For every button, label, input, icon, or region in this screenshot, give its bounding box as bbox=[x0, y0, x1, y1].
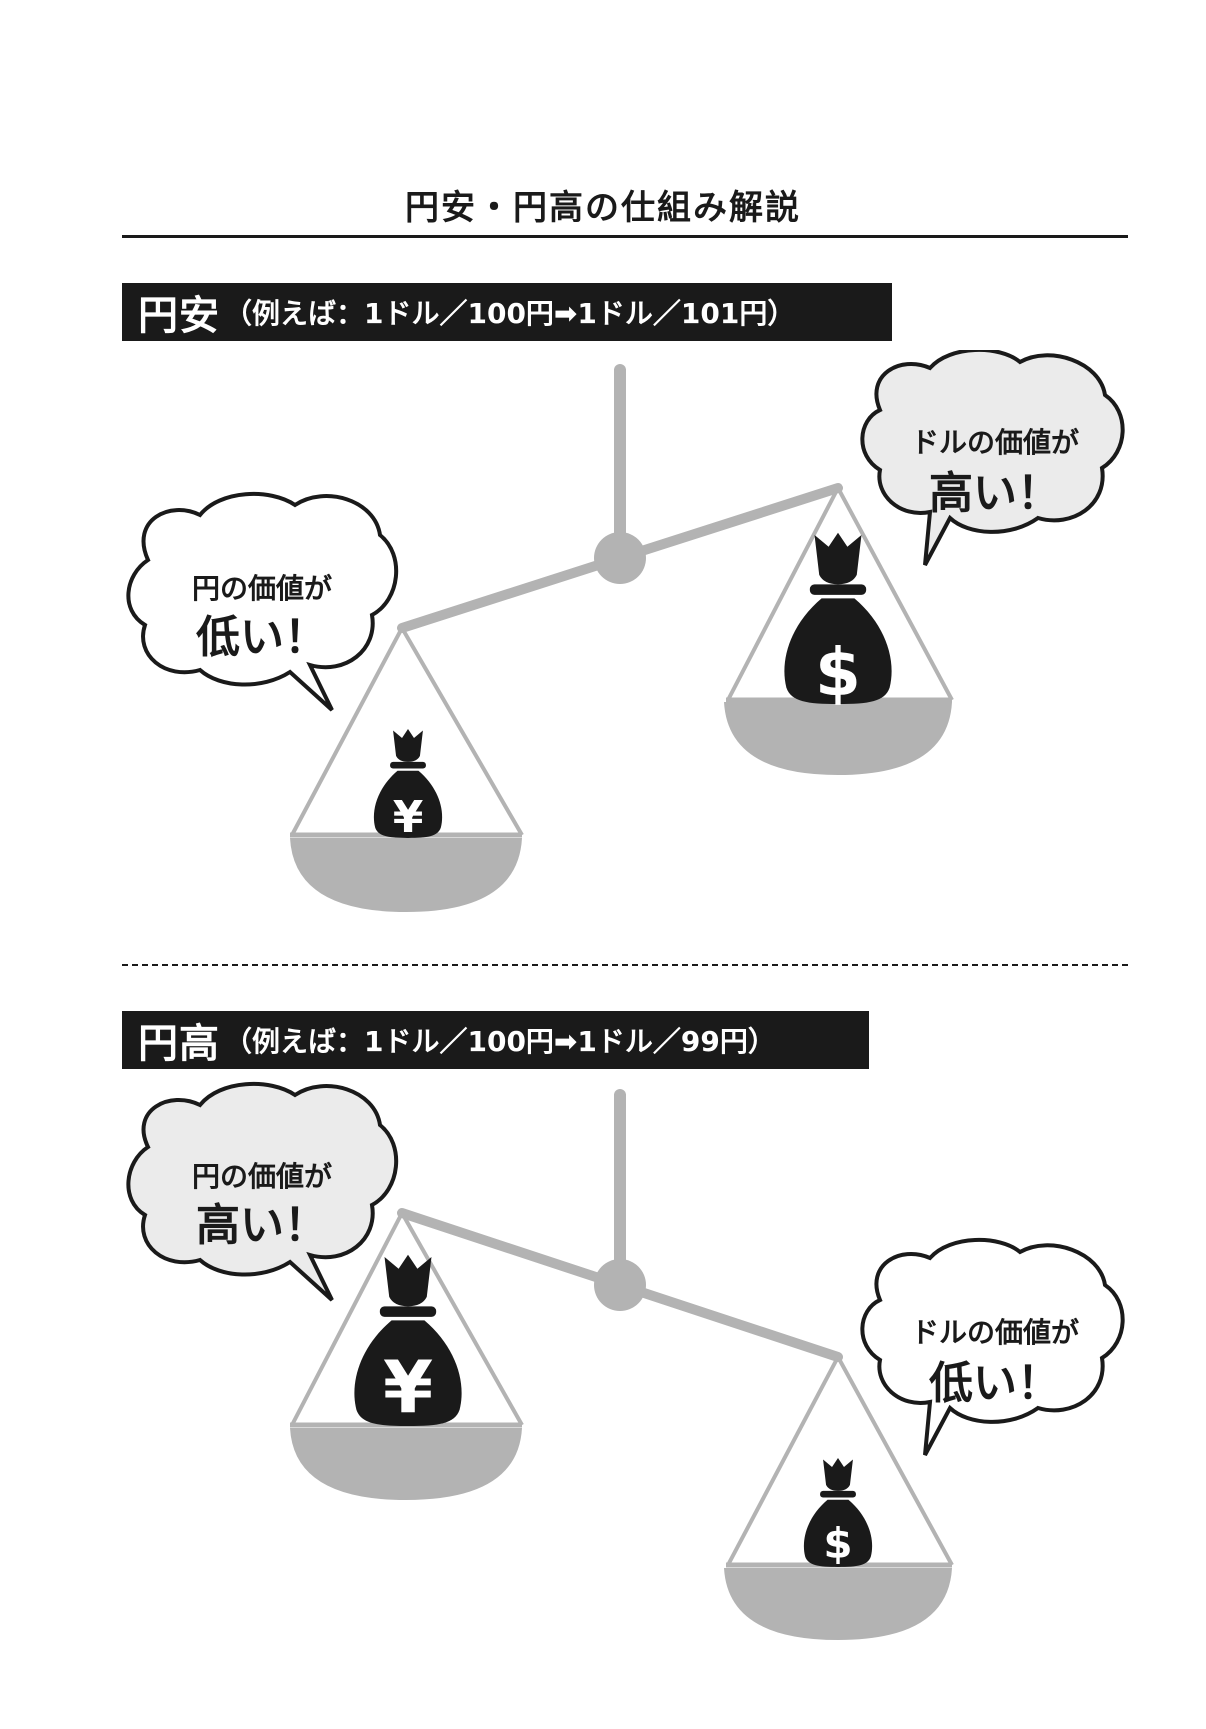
banner-main-label: 円安 bbox=[138, 293, 220, 339]
speech-bubble-icon: 円の価値が 高い！ bbox=[126, 1081, 399, 1302]
dollar-money-bag-icon: $ bbox=[784, 532, 892, 711]
yen-symbol: ¥ bbox=[383, 1345, 433, 1429]
speech-bubble-icon: 円の価値が 低い！ bbox=[126, 491, 399, 712]
left-bubble-line2: 低い！ bbox=[196, 612, 328, 663]
balance-scale-icon: ¥ $ 円の価値が 低い！ ドルの価値が 高い！ bbox=[126, 350, 1125, 912]
banner-main-label: 円高 bbox=[138, 1021, 220, 1067]
left-bubble-line2: 高い！ bbox=[196, 1200, 328, 1251]
title-underline bbox=[122, 235, 1128, 238]
dollar-symbol: $ bbox=[815, 634, 861, 711]
banner-example-label: （例えば：1ドル／100円➡1ドル／101円） bbox=[224, 297, 796, 330]
yen-money-bag-icon: ¥ bbox=[373, 728, 443, 843]
speech-bubble-icon: ドルの価値が 高い！ bbox=[860, 350, 1125, 566]
right-bubble-line2: 低い！ bbox=[929, 1358, 1061, 1409]
dollar-money-bag-icon: $ bbox=[803, 1457, 873, 1568]
banner-example-label: （例えば：1ドル／100円➡1ドル／99円） bbox=[224, 1025, 776, 1058]
right-bubble-line1: ドルの価値が bbox=[911, 426, 1079, 459]
section-divider bbox=[122, 964, 1128, 966]
section-banner-enyasu: 円安 （例えば：1ドル／100円➡1ドル／101円） bbox=[122, 283, 892, 341]
left-bubble-line1: 円の価値が bbox=[192, 1160, 332, 1193]
right-bubble-line2: 高い！ bbox=[929, 468, 1061, 519]
page-title: 円安・円高の仕組み解説 bbox=[405, 188, 801, 228]
left-bubble-line1: 円の価値が bbox=[192, 572, 332, 605]
speech-bubble-icon: ドルの価値が 低い！ bbox=[860, 1237, 1125, 1456]
section-banner-endaka: 円高 （例えば：1ドル／100円➡1ドル／99円） bbox=[122, 1011, 869, 1069]
right-bubble-line1: ドルの価値が bbox=[911, 1316, 1079, 1349]
yen-symbol: ¥ bbox=[393, 792, 424, 843]
balance-scale-icon: ¥ $ 円の価値が 高い！ ドルの価値が 低い！ bbox=[126, 1081, 1125, 1640]
yen-money-bag-icon: ¥ bbox=[354, 1254, 462, 1429]
dollar-symbol: $ bbox=[823, 1519, 852, 1568]
